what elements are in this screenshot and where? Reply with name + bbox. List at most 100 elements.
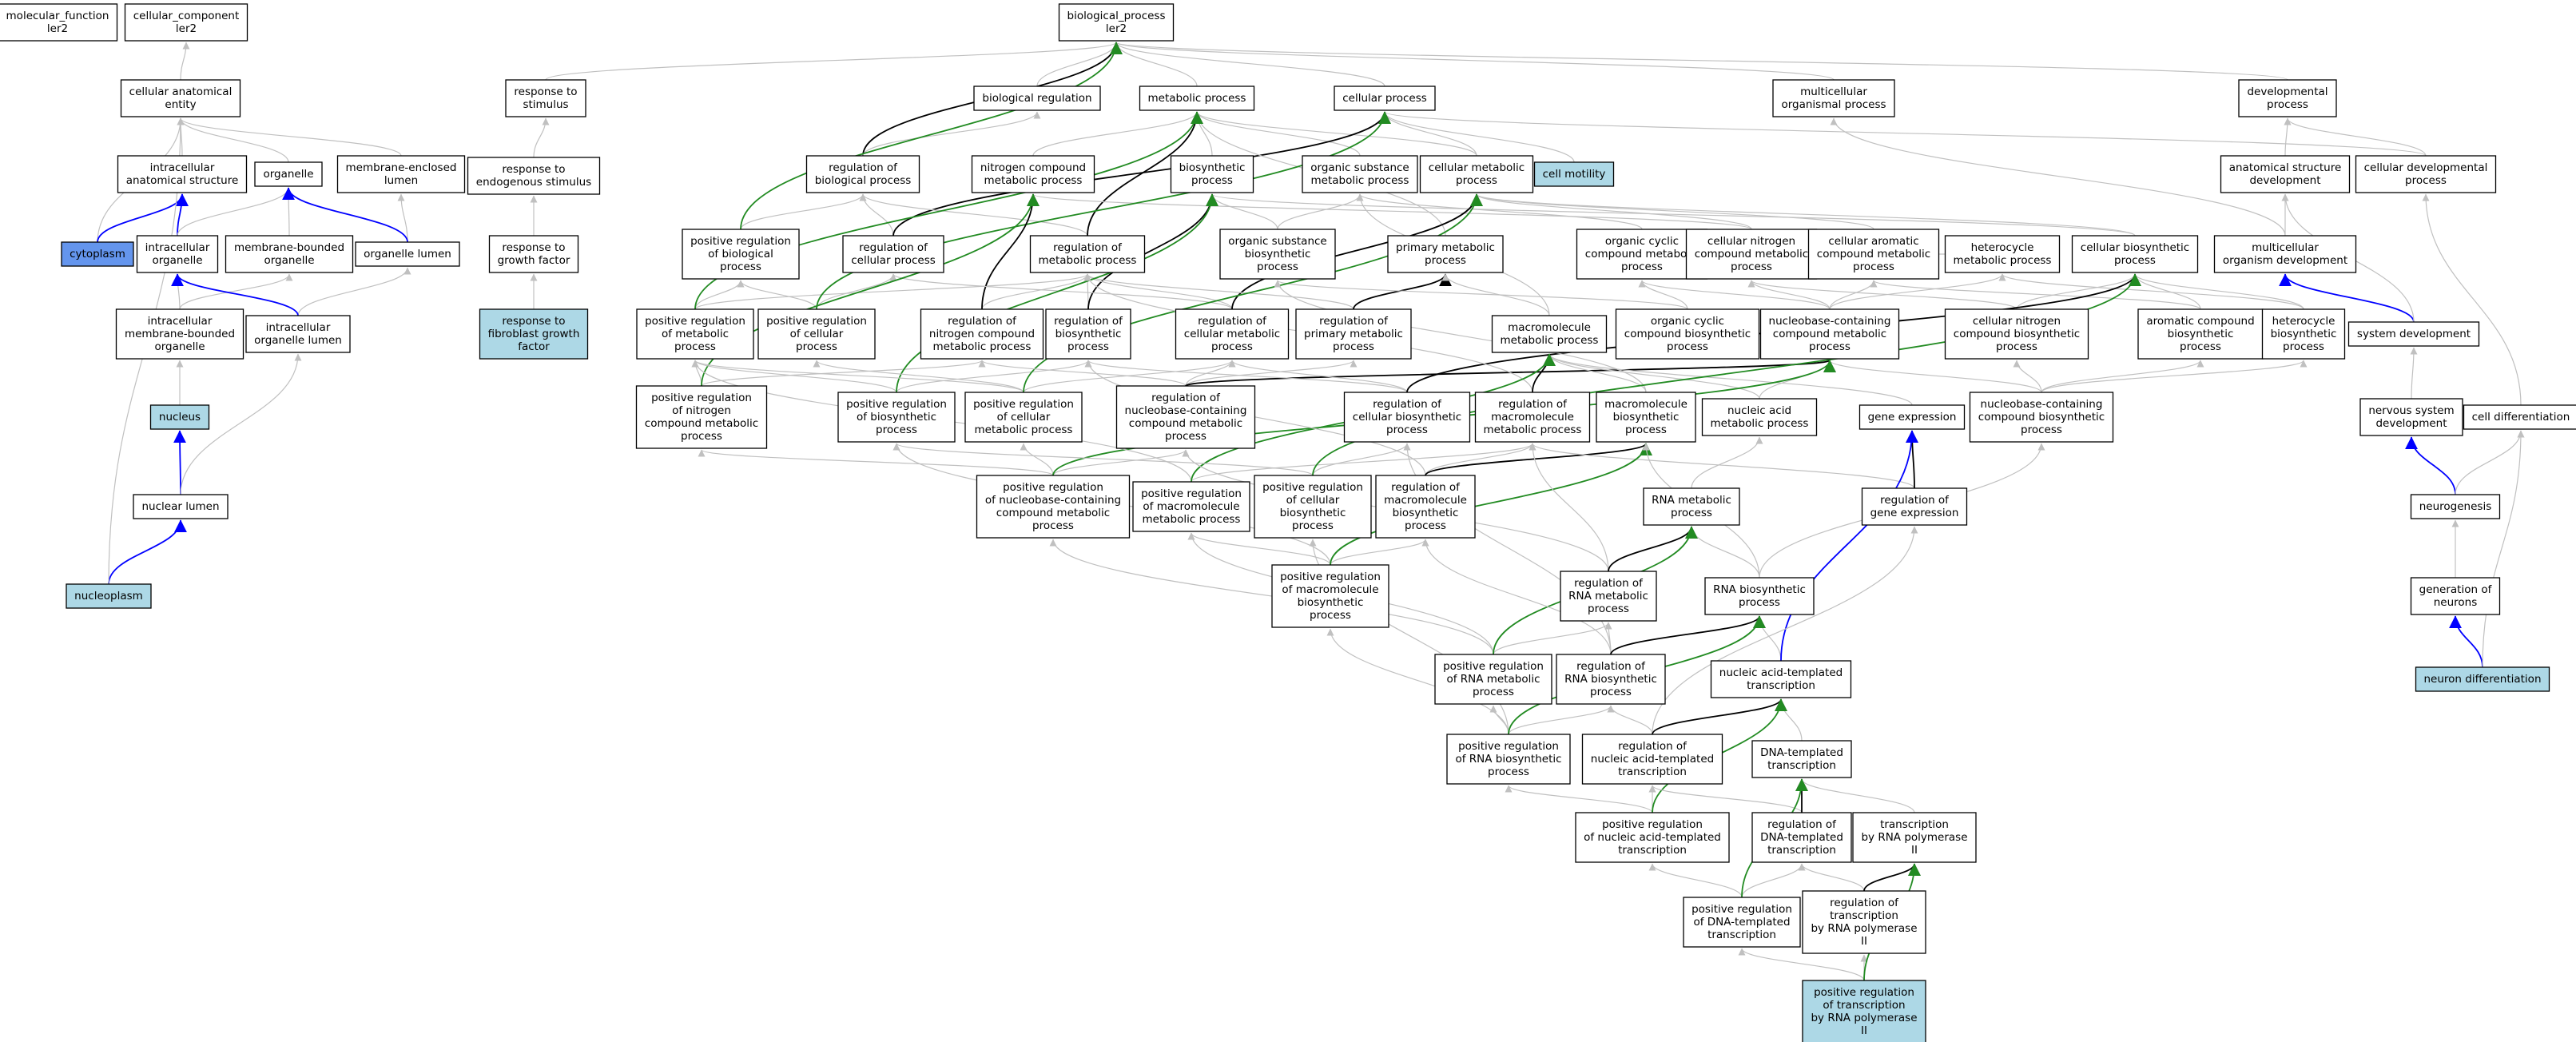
edge-is-a-neuron-differentiation-to-cell-differentiation: [2482, 430, 2525, 668]
edge-part-of-neuron-differentiation-to-generation-of-neurons: [2449, 615, 2483, 668]
go-term-node-system-development[interactable]: system development: [2347, 321, 2480, 347]
edge-is-a-positive-regulation-of-nucleobase-containing-compound-metabolic-process-to-positive-regulation-of-nitrogen-compound-metabolic-process: [698, 449, 1054, 476]
edge-regulates-regulation-of-metabolic-process-to-metabolic-process: [1087, 111, 1203, 237]
edge-is-a-membrane-bounded-organelle-to-organelle: [284, 187, 292, 237]
go-term-node-nucleoplasm[interactable]: nucleoplasm: [66, 583, 152, 609]
go-term-node-organelle-lumen[interactable]: organelle lumen: [355, 241, 460, 267]
go-term-label-line: of nitrogen: [672, 404, 731, 417]
go-term-node-metabolic-process[interactable]: metabolic process: [1139, 86, 1255, 111]
go-term-node-regulation-of-nucleobase-containing-compound-metabolic-process[interactable]: regulation ofnucleobase-containingcompou…: [1115, 385, 1256, 449]
go-term-node-biological-regulation[interactable]: biological regulation: [973, 86, 1101, 111]
go-term-node-cell-motility[interactable]: cell motility: [1533, 161, 1615, 187]
go-term-node-nuclear-lumen[interactable]: nuclear lumen: [133, 494, 229, 519]
go-term-node-organelle[interactable]: organelle: [254, 161, 323, 187]
go-term-node-nucleus[interactable]: nucleus: [149, 404, 210, 430]
go-term-node-gene-expression[interactable]: gene expression: [1858, 404, 1966, 430]
go-term-node-cytoplasm[interactable]: cytoplasm: [61, 241, 134, 267]
go-term-node-cellular-process[interactable]: cellular process: [1334, 86, 1436, 111]
go-term-node-regulation-of-macromolecule-biosynthetic-process[interactable]: regulation ofmacromoleculebiosyntheticpr…: [1375, 475, 1476, 539]
go-term-node-neuron-differentiation[interactable]: neuron differentiation: [2415, 666, 2550, 692]
go-term-node-neurogenesis[interactable]: neurogenesis: [2410, 494, 2501, 519]
edge-is-a-regulation-of-metabolic-process-to-regulation-of-biological-process: [859, 193, 1088, 237]
go-term-node-cell-differentiation[interactable]: cell differentiation: [2463, 404, 2576, 430]
